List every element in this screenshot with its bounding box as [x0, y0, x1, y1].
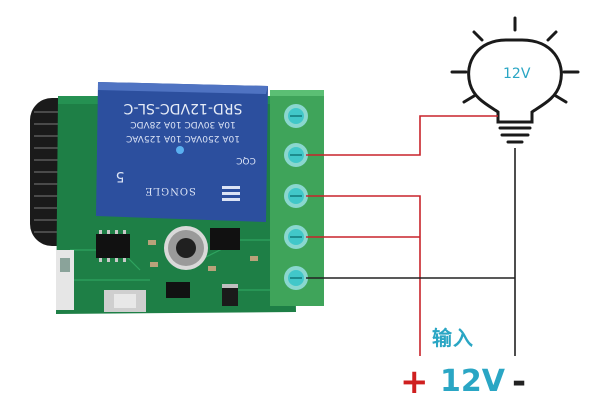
relay-component: SRD-12VDC-SL-C 10A 30VDC 10A 28VDC 10A 2… — [96, 82, 268, 222]
relay-logo-icon — [222, 186, 240, 201]
light-bulb-icon — [450, 16, 580, 144]
chip-right — [210, 228, 240, 250]
terminal-screw-2 — [284, 143, 308, 167]
supply-voltage-label: 12V — [440, 364, 505, 399]
terminal-screw-3 — [284, 184, 308, 208]
negative-wires — [306, 148, 516, 356]
relay-model-text: SRD-12VDC-SL-C — [123, 100, 242, 116]
relay-brand-text: SONGLE — [144, 185, 196, 196]
bulb-voltage-label: 12V — [503, 66, 531, 82]
push-button — [104, 290, 146, 312]
pcb-left-pads — [56, 250, 74, 310]
terminal-screw-1 — [284, 104, 308, 128]
terminal-block — [270, 90, 324, 306]
relay-led-dot — [176, 146, 184, 154]
capacitor — [164, 226, 208, 270]
relay-rating-line-1: 10A 30VDC 10A 28VDC — [130, 119, 235, 129]
input-label: 输入 — [432, 326, 474, 350]
chip-left — [96, 230, 130, 262]
relay-cert-mark: CQC — [236, 155, 256, 165]
minus-sign: - — [512, 362, 527, 402]
relay-rating-line-2: 10A 250VAC 10A 125VAC — [126, 133, 240, 143]
positive-wires — [306, 115, 498, 356]
diode — [222, 284, 238, 306]
terminal-screw-5 — [284, 266, 308, 290]
plus-sign: + — [400, 362, 429, 402]
wire-bulb-to-terminal-2 — [306, 115, 498, 156]
transistor — [166, 282, 190, 298]
wire-terminal-3-to-plus — [306, 195, 421, 356]
terminal-screw-4 — [284, 225, 308, 249]
smd-components — [148, 240, 258, 271]
relay-digit: 5 — [116, 168, 125, 184]
